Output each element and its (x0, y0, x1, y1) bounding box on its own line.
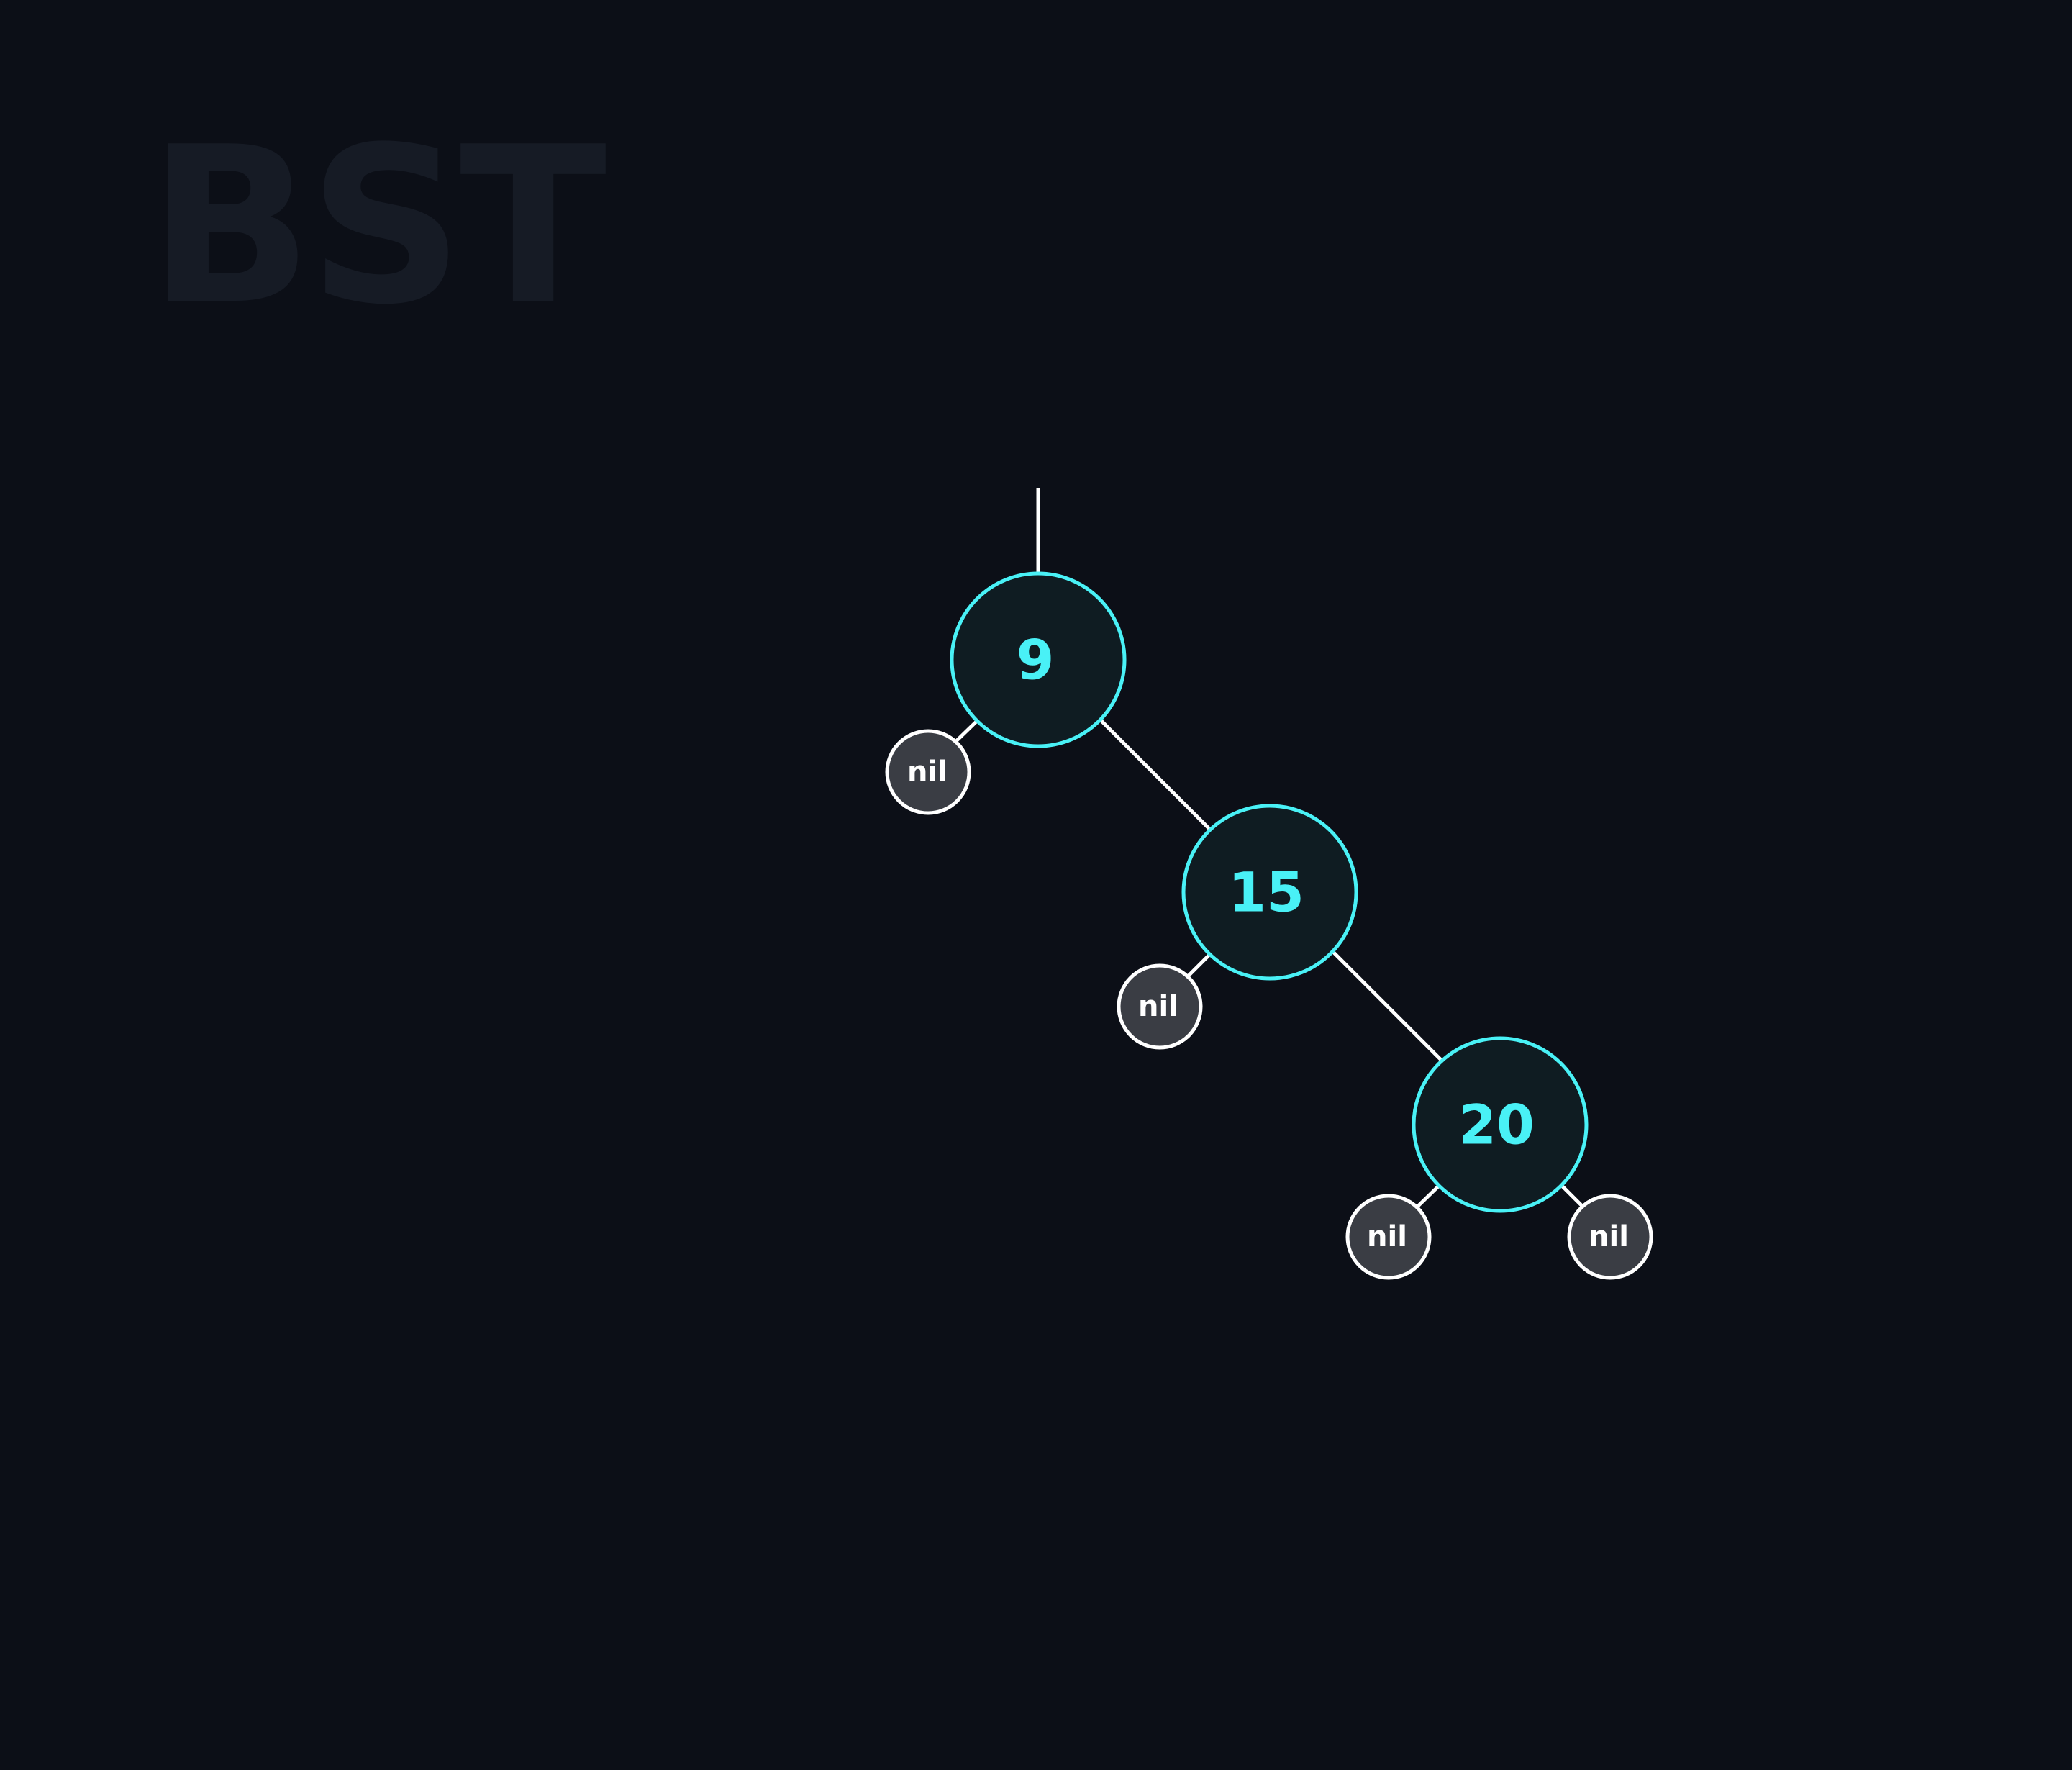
bst-watermark-title: BST (148, 101, 606, 352)
nil-node: nil (1345, 1194, 1432, 1280)
edge-15-nil-left (1186, 954, 1210, 979)
edge-20-nil-left (1413, 1185, 1440, 1211)
nil-label: nil (907, 755, 948, 789)
tree-node-15[interactable]: 15 (1181, 804, 1358, 981)
nil-node: nil (1567, 1194, 1653, 1280)
tree-node-9[interactable]: 9 (950, 571, 1127, 748)
nil-label: nil (1589, 1220, 1629, 1253)
node-label: 20 (1458, 1093, 1535, 1157)
nil-label: nil (1138, 990, 1178, 1023)
edge-15-20 (1332, 950, 1442, 1061)
nil-label: nil (1367, 1220, 1407, 1253)
node-label: 15 (1228, 861, 1304, 925)
tree-node-20[interactable]: 20 (1412, 1036, 1589, 1213)
nil-node: nil (1117, 963, 1203, 1050)
node-label: 9 (1017, 628, 1055, 692)
edge-9-nil-left (953, 719, 979, 745)
edge-9-15 (1099, 718, 1212, 831)
nil-node: nil (885, 729, 971, 815)
